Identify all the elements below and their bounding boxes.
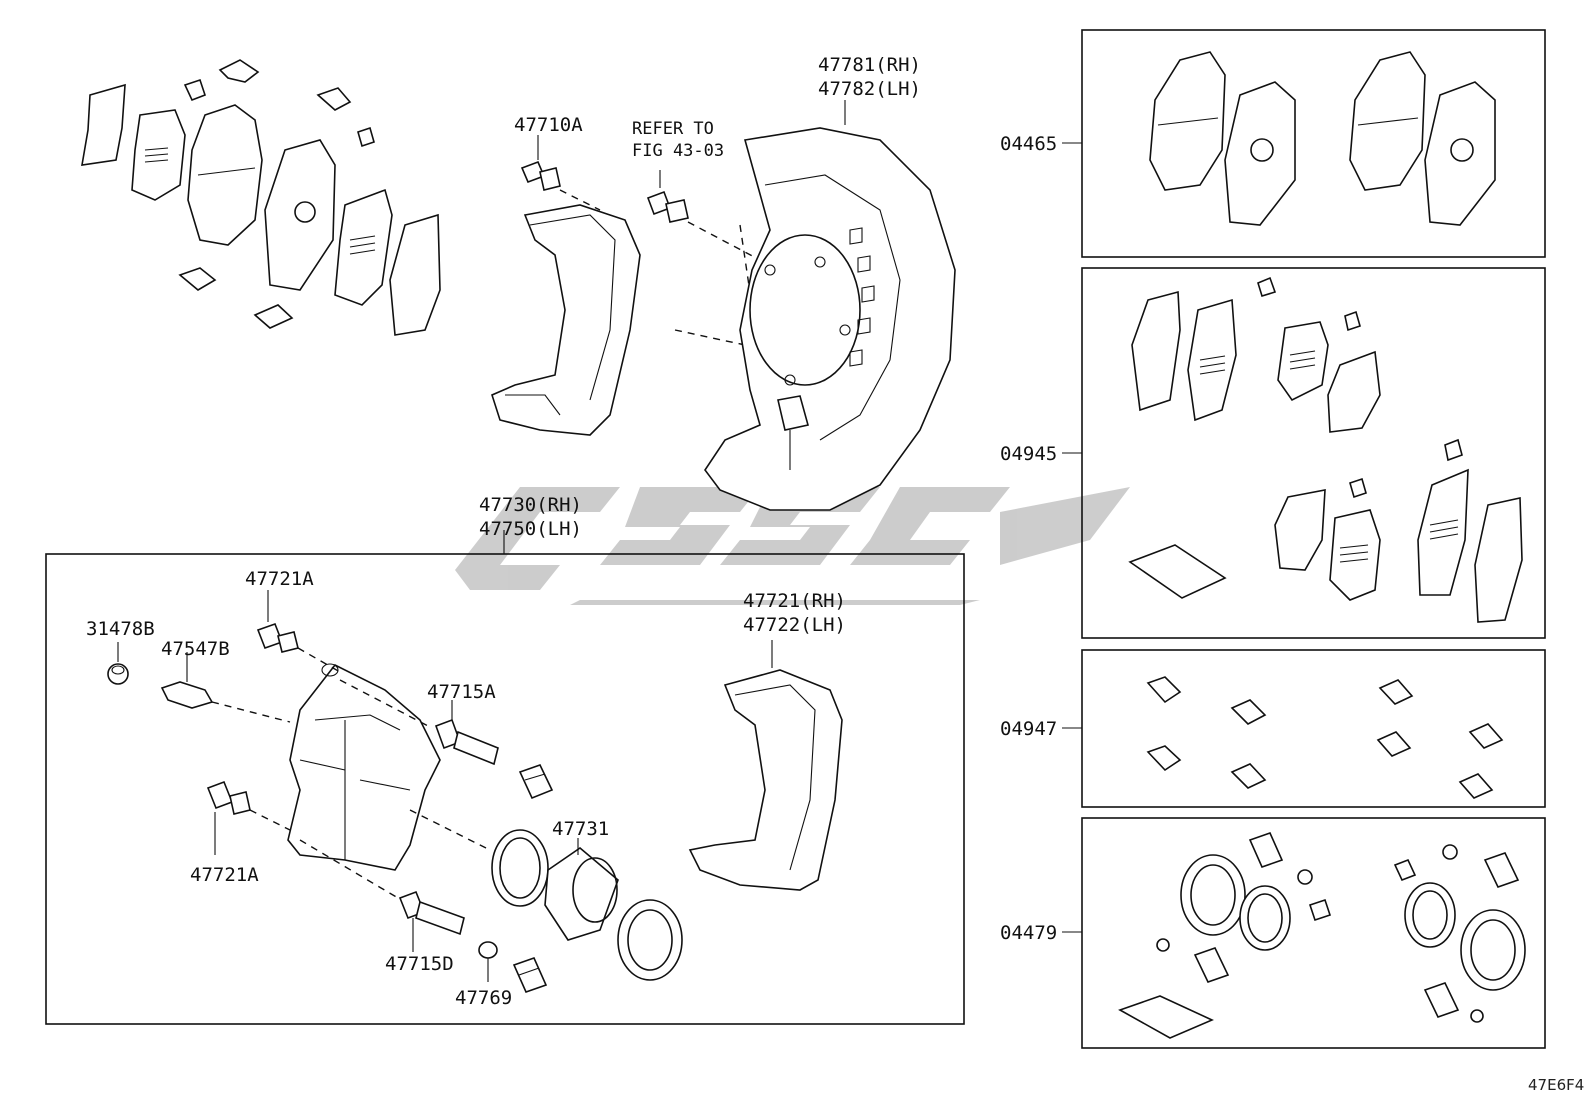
label-47715D: 47715D xyxy=(385,953,454,975)
slide-pin-47715A xyxy=(434,718,499,766)
caliper-bracket-lower xyxy=(688,669,843,891)
label-47547B: 47547B xyxy=(161,638,230,660)
label-47782-lh: 47782(LH) xyxy=(818,78,921,100)
label-47715A: 47715A xyxy=(427,681,496,703)
shim-set-04945 xyxy=(1128,276,1523,623)
piston-seal xyxy=(491,829,549,907)
label-47721-rh: 47721(RH) xyxy=(743,590,846,612)
seal-kit-04479 xyxy=(1118,832,1526,1039)
piston-boot xyxy=(617,899,683,981)
clip-set-04947 xyxy=(1146,676,1504,799)
label-31478B: 31478B xyxy=(86,618,155,640)
label-fig-ref: FIG 43-03 xyxy=(632,141,725,161)
watermark-logo xyxy=(455,487,1130,605)
bolt-47721A-bottom xyxy=(206,780,251,815)
bleeder-plug-47547B xyxy=(160,681,214,709)
piston-47731 xyxy=(544,846,619,941)
label-47731: 47731 xyxy=(552,818,610,840)
bolt-47721A-top xyxy=(256,622,299,653)
label-47781-rh: 47781(RH) xyxy=(818,54,921,76)
label-47722-lh: 47722(LH) xyxy=(743,614,846,636)
label-47769: 47769 xyxy=(455,987,513,1009)
caliper-bracket-top xyxy=(491,204,641,436)
label-47721A-top: 47721A xyxy=(245,568,314,590)
bleeder-cap-31478B xyxy=(107,663,129,685)
label-47710A: 47710A xyxy=(514,114,583,136)
label-47721A-bottom: 47721A xyxy=(190,864,259,886)
label-47750-lh: 47750(LH) xyxy=(479,518,582,540)
pad-set-04465 xyxy=(1149,51,1496,226)
label-04479: 04479 xyxy=(1000,922,1058,944)
label-04465: 04465 xyxy=(1000,133,1058,155)
caliper-assembly-frame xyxy=(45,553,965,1025)
bolt-47710A xyxy=(520,160,689,223)
pin-boot-lower xyxy=(512,957,548,993)
pad-kit-exploded xyxy=(81,59,441,336)
figure-id: 47E6F4 xyxy=(1528,1076,1585,1094)
cap-47769 xyxy=(478,941,498,959)
caliper-body xyxy=(287,663,441,871)
label-04945: 04945 xyxy=(1000,443,1058,465)
label-refer-to: REFER TO xyxy=(632,119,714,139)
label-04947: 04947 xyxy=(1000,718,1058,740)
slide-pin-47715D xyxy=(398,890,465,936)
label-47730-rh: 47730(RH) xyxy=(479,494,582,516)
kit-box-04479 xyxy=(1081,817,1546,1049)
pin-boot-upper xyxy=(518,764,554,800)
disc-dust-shield xyxy=(704,100,956,511)
